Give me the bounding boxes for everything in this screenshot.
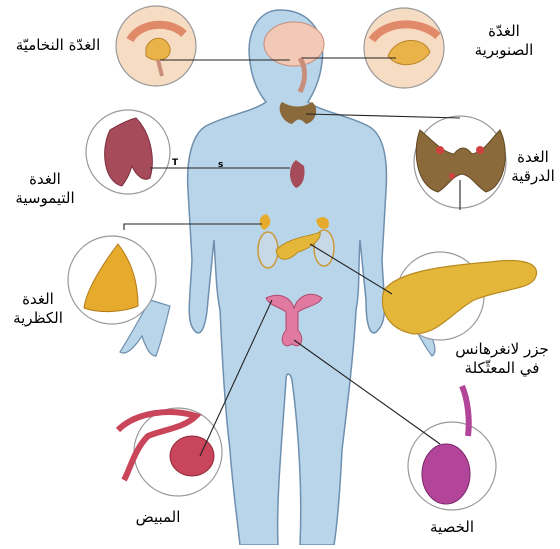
adrenal-magnified (68, 236, 156, 324)
label-islets-line2: في المعثّكلة (446, 359, 558, 378)
label-pituitary: الغدّة النخاميّة (2, 36, 114, 55)
label-thyroid-line1: الغدة (506, 148, 560, 167)
label-adrenal-line2: الكظرية (4, 309, 72, 328)
label-pineal: الغدّة الصنوبرية (452, 22, 556, 60)
label-thyroid: الغدة الدرقية (506, 148, 560, 186)
label-thyroid-line2: الدرقية (506, 167, 560, 186)
label-pineal-line2: الصنوبرية (452, 41, 556, 60)
body-kidney-left (258, 232, 278, 268)
pineal-magnified (364, 8, 444, 88)
label-pineal-line1: الغدّة (452, 22, 556, 41)
label-adrenal: الغدة الكظرية (4, 290, 72, 328)
label-adrenal-line1: الغدة (4, 290, 72, 309)
label-thymus-line2: التيموسية (6, 189, 84, 208)
label-islets-line1: جزر لانغرهانس (446, 340, 558, 359)
label-thymus-line1: الغدة (6, 170, 84, 189)
label-testis: الخصية (412, 518, 492, 537)
brain-shape (264, 22, 324, 66)
thymus-magnified (86, 110, 170, 194)
pituitary-magnified (116, 6, 196, 86)
ovary-magnified (118, 408, 222, 496)
label-ovary: المبيض (118, 508, 198, 527)
testis-magnified (408, 386, 496, 510)
marker-t: T (172, 158, 178, 168)
label-islets: جزر لانغرهانس في المعثّكلة (446, 340, 558, 378)
marker-s: s (218, 160, 223, 170)
pancreas-magnified (382, 252, 536, 340)
label-thymus: الغدة التيموسية (6, 170, 84, 208)
